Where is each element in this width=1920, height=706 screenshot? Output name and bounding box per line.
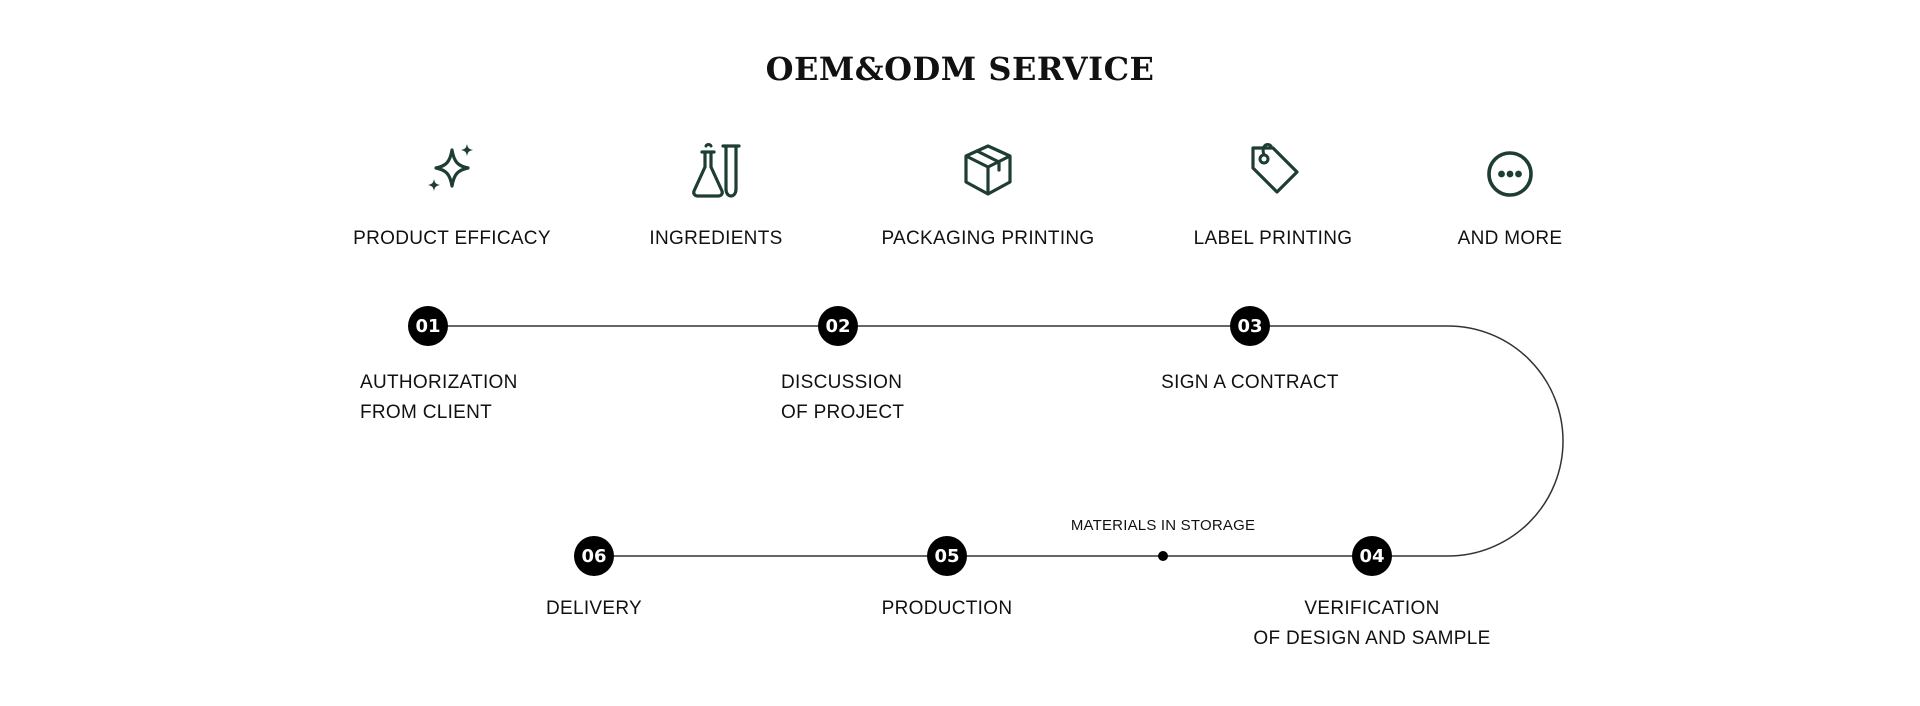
step-node-03: 03 [1230,306,1270,346]
step-label-02: DISCUSSION OF PROJECT [781,368,904,428]
step-label-line: SIGN A CONTRACT [1161,372,1339,393]
step-label-05: PRODUCTION [797,594,1097,624]
service-ingredients: INGREDIENTS [596,140,836,250]
step-label-line: VERIFICATION [1304,598,1440,619]
flow-connector-line [428,325,1564,557]
step-number: 03 [1237,316,1262,337]
milestone-label: MATERIALS IN STORAGE [1070,517,1256,534]
tag-icon [1251,142,1299,194]
page-title: OEM&ODM SERVICE [765,50,1155,88]
milestone-dot [1158,551,1168,561]
box-icon [964,144,1012,196]
step-label-line: OF PROJECT [781,402,905,423]
step-label-line: DELIVERY [545,598,643,619]
service-and-more: AND MORE [1390,140,1630,250]
step-label-line: FROM CLIENT [360,402,493,423]
step-label-04: VERIFICATION OF DESIGN AND SAMPLE [1197,594,1547,654]
service-label: INGREDIENTS [649,228,783,249]
step-label-06: DELIVERY [444,594,744,624]
step-label-line: DISCUSSION [781,372,903,393]
step-node-02: 02 [818,306,858,346]
step-label-03: SIGN A CONTRACT [1100,368,1400,398]
flask-icon [692,143,741,198]
step-number: 06 [581,546,606,567]
step-label-line: OF DESIGN AND SAMPLE [1253,628,1491,649]
service-packaging-printing: PACKAGING PRINTING [868,140,1108,250]
step-node-04: 04 [1352,536,1392,576]
step-number: 05 [934,546,959,567]
more-icon [1487,151,1533,197]
step-node-06: 06 [574,536,614,576]
service-label-printing: LABEL PRINTING [1153,140,1393,250]
sparkle-icon [428,144,473,191]
step-node-01: 01 [408,306,448,346]
step-label-01: AUTHORIZATION FROM CLIENT [360,368,518,428]
service-product-efficacy: PRODUCT EFFICACY [332,140,572,250]
step-number: 04 [1359,546,1384,567]
step-number: 01 [415,316,440,337]
service-label: PACKAGING PRINTING [881,228,1095,249]
service-label: LABEL PRINTING [1193,228,1353,249]
step-number: 02 [825,316,850,337]
step-label-line: AUTHORIZATION [360,372,518,393]
service-label: AND MORE [1457,228,1563,249]
service-label: PRODUCT EFFICACY [353,228,551,249]
step-node-05: 05 [927,536,967,576]
step-label-line: PRODUCTION [881,598,1013,619]
